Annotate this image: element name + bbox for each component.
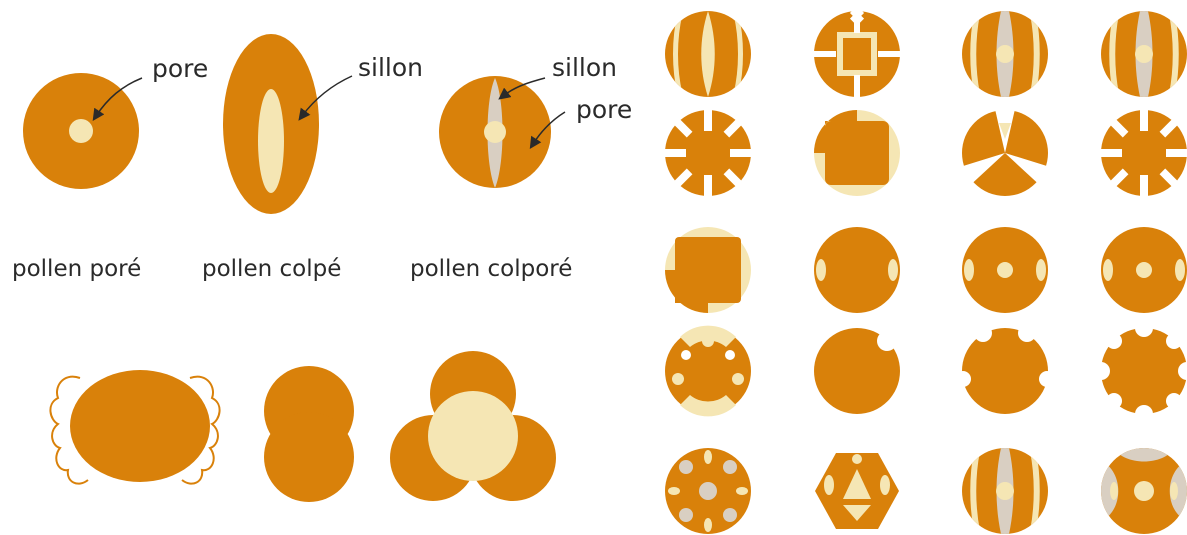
grain-r1c4 — [1101, 11, 1187, 97]
label-sillon-2: sillon — [552, 53, 617, 82]
grain-r2c2 — [814, 110, 900, 196]
grain-r3c3 — [962, 227, 1048, 313]
grain-r3c4 — [1101, 227, 1187, 313]
dyad-pollen-figure — [264, 366, 354, 502]
grain-r4c2 — [814, 328, 900, 414]
caption-colporate: pollen colporé — [410, 256, 572, 282]
grain-r1c1 — [665, 11, 751, 97]
colporate-pollen-figure — [439, 76, 551, 188]
grain-r5c1 — [665, 448, 751, 534]
grain-r4c3 — [955, 324, 1055, 414]
caption-colpate: pollen colpé — [202, 256, 341, 282]
aperture-types-grid — [646, 9, 1187, 534]
grain-r2c1 — [646, 91, 770, 215]
grain-r4c1 — [665, 326, 751, 417]
pore-aperture — [69, 119, 93, 143]
label-pore: pore — [152, 54, 208, 83]
grain-r5c3 — [962, 448, 1048, 534]
grain-r2c3 — [962, 109, 1048, 196]
grain-r5c2 — [815, 453, 899, 529]
tetrad-pollen-figure — [390, 351, 556, 501]
label-sillon: sillon — [358, 53, 423, 82]
grain-r2c4 — [1082, 91, 1187, 215]
grain-r3c1 — [665, 227, 751, 313]
grain-r5c4 — [1101, 448, 1187, 534]
porate-pollen-figure — [23, 73, 139, 189]
grain-r1c3 — [962, 11, 1048, 97]
colpate-pollen-figure — [223, 34, 319, 214]
label-pore-2: pore — [576, 95, 632, 124]
caption-porate: pollen poré — [12, 256, 141, 282]
grain-r3c2 — [814, 227, 900, 313]
grain-r4c4 — [1092, 319, 1187, 423]
saccate-pollen-figure — [50, 370, 219, 484]
grain-r1c2 — [814, 9, 900, 97]
colpus-aperture — [258, 89, 284, 193]
